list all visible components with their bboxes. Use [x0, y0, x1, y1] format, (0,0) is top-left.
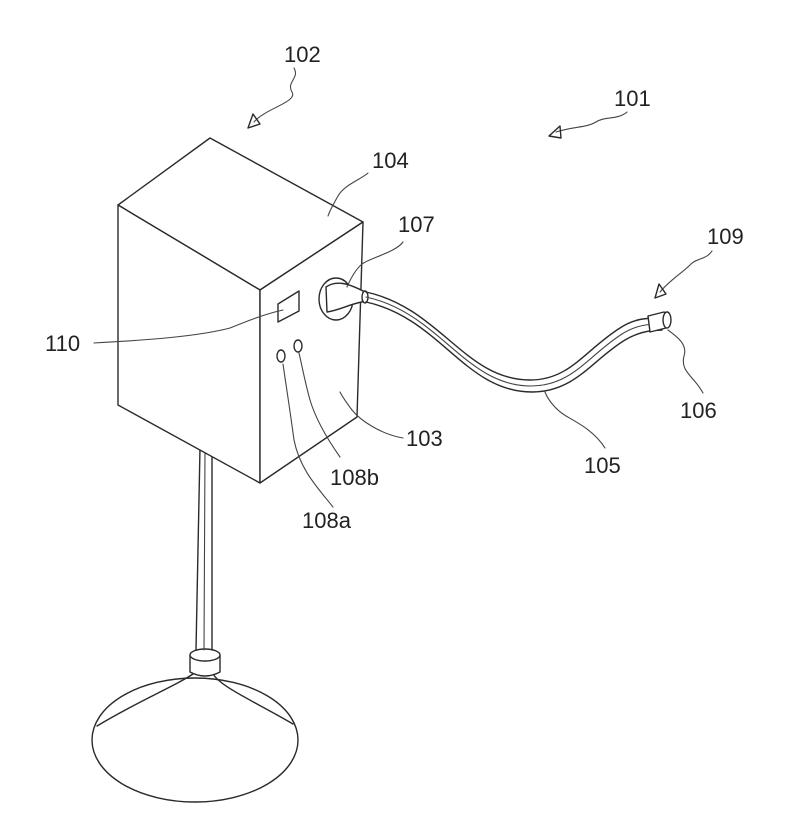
probe-tip — [648, 312, 671, 332]
arrow-109 — [660, 251, 712, 292]
label-108b: 108b — [330, 465, 379, 490]
label-109: 109 — [707, 224, 744, 249]
knob-108b — [294, 340, 302, 352]
arrow-101-head — [549, 126, 561, 138]
label-106: 106 — [680, 398, 717, 423]
label-108a: 108a — [302, 508, 352, 533]
leader-105 — [545, 392, 605, 448]
label-107: 107 — [398, 212, 435, 237]
arrow-102-head — [248, 114, 260, 128]
label-104: 104 — [372, 148, 409, 173]
label-105: 105 — [584, 453, 621, 478]
arrow-101 — [556, 112, 627, 132]
hose — [366, 292, 662, 392]
stand-base — [92, 672, 298, 802]
label-103: 103 — [406, 426, 443, 451]
stand-pole — [196, 448, 212, 650]
leader-106 — [668, 330, 703, 393]
stand-collar — [190, 649, 220, 676]
label-102: 102 — [284, 42, 321, 67]
arrow-102 — [254, 68, 296, 122]
knob-108a — [277, 350, 285, 362]
label-110: 110 — [45, 331, 80, 356]
label-101: 101 — [614, 86, 651, 111]
